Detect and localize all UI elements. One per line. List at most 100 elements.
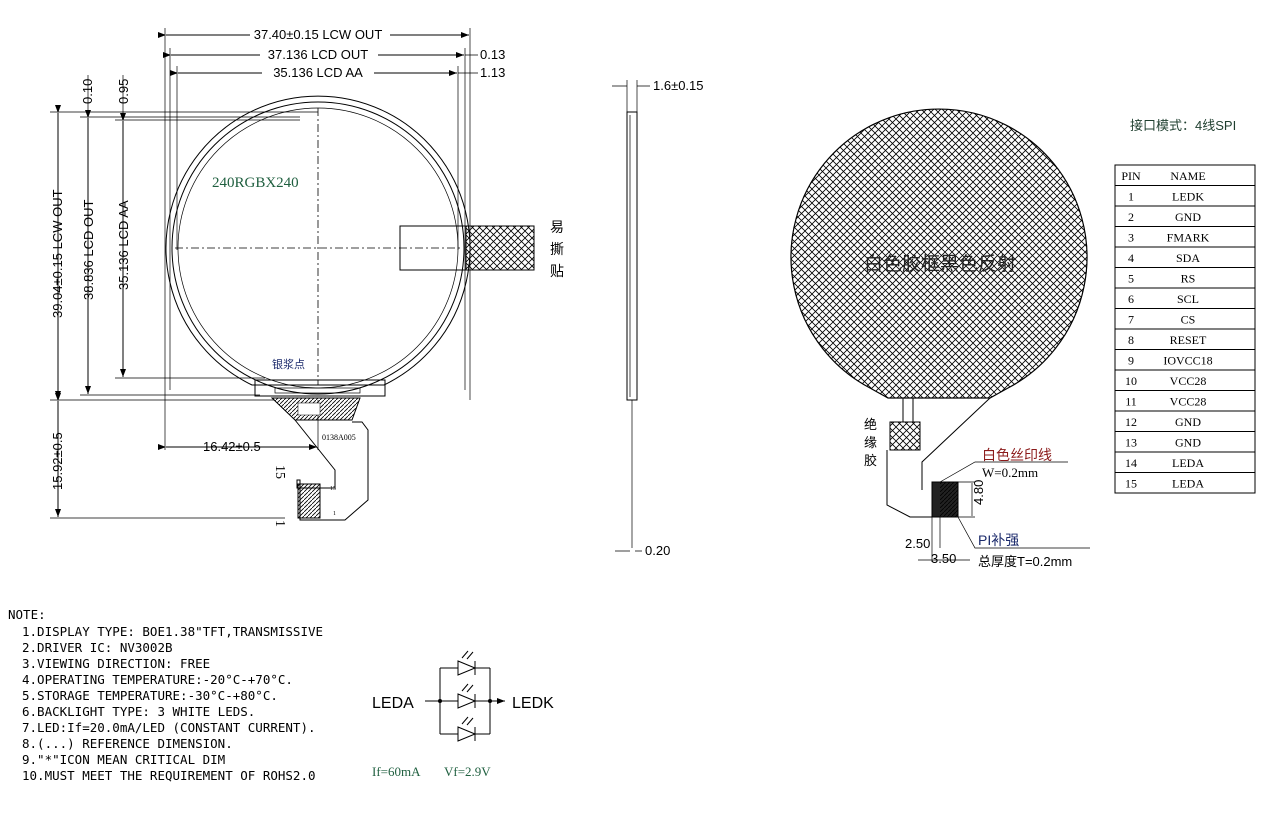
pin-number: 2 — [1128, 210, 1134, 224]
notes: NOTE: 1.DISPLAY TYPE: BOE1.38"TFT,TRANSM… — [8, 607, 323, 783]
pin-number: 10 — [1125, 374, 1137, 388]
pin-number: 1 — [1128, 190, 1134, 204]
pin-number: 3 — [1128, 231, 1134, 245]
note-item: 4.OPERATING TEMPERATURE:-20°C-+70°C. — [22, 672, 293, 687]
dim-stiffener-height: 4.80 — [971, 480, 986, 505]
pin-number: PIN — [1121, 169, 1141, 183]
pin-number: 14 — [1125, 456, 1137, 470]
dim-top-offset-2: 0.95 — [116, 79, 131, 104]
led-diode-icon — [457, 650, 477, 676]
pin-1-small: 1 — [333, 511, 336, 517]
notes-title: NOTE: — [8, 607, 46, 622]
pin-name: SDA — [1176, 251, 1200, 265]
stiffener-label: PI补强 — [978, 532, 1019, 548]
note-item: 9."*"ICON MEAN CRITICAL DIM — [22, 752, 225, 767]
insulation-label-1: 绝 — [864, 417, 877, 432]
pin-name: VCC28 — [1170, 374, 1207, 388]
pin-row: 10 VCC28 — [1114, 369, 1256, 391]
dim-lcw-width: 37.40±0.15 LCW OUT — [254, 27, 383, 42]
pin-number: 7 — [1128, 313, 1134, 327]
pin-row: 2 GND — [1114, 205, 1256, 227]
back-view: 白色胶框黑色反射 绝 缘 胶 白色丝印线 W=0.2mm 4.80 2.50 3… — [790, 108, 1090, 569]
pin-name: RESET — [1170, 333, 1207, 347]
note-item: 7.LED:If=20.0mA/LED (CONSTANT CURRENT). — [22, 720, 316, 735]
pin-name: LEDK — [1172, 190, 1204, 204]
pin-number: 11 — [1125, 395, 1137, 409]
dim-aa-width-offset: 1.13 — [480, 65, 505, 80]
note-item: 3.VIEWING DIRECTION: FREE — [22, 656, 210, 671]
pin-number: 12 — [1125, 415, 1137, 429]
pin-1-label: 1 — [272, 520, 287, 527]
tear-tape-label-1: 易 — [550, 219, 564, 235]
led-diode-icon — [457, 716, 477, 742]
pin-row: 7 CS — [1114, 308, 1256, 330]
pin-number: 4 — [1128, 251, 1134, 265]
pin-row: 1 LEDK — [1114, 185, 1256, 207]
note-item: 10.MUST MEET THE REQUIREMENT OF ROHS2.0 — [22, 768, 316, 783]
silver-dot-label: 银浆点 — [272, 357, 305, 371]
dim-3-50: 3.50 — [931, 551, 956, 566]
pin-name: VCC28 — [1170, 395, 1207, 409]
pin-number: 9 — [1128, 354, 1134, 368]
frame-label: 白色胶框黑色反射 — [864, 253, 1016, 275]
pin-number: 5 — [1128, 272, 1134, 286]
pin-name: GND — [1175, 210, 1201, 224]
note-item: 5.STORAGE TEMPERATURE:-30°C-+80°C. — [22, 688, 278, 703]
side-view: 1.6±0.15 0.20 — [612, 78, 704, 558]
led-circuit: LEDA LEDK If=60mA Vf=2.9V — [372, 650, 554, 779]
silkscreen-width: W=0.2mm — [982, 465, 1038, 480]
pin-row: 3 FMARK — [1114, 226, 1256, 248]
pin-15-small: 15 — [330, 486, 336, 492]
dim-top-offset-1: 0.10 — [80, 79, 95, 104]
pin-number: 8 — [1128, 333, 1134, 347]
dim-lcd-height: 38.836 LCD OUT — [81, 200, 96, 300]
pin-name: SCL — [1177, 292, 1199, 306]
pin-name: LEDA — [1172, 477, 1204, 491]
dim-aa-width: 35.136 LCD AA — [273, 65, 363, 80]
dim-aa-height: 35.136 LCD AA — [116, 200, 131, 290]
pin-header-row: PIN NAME — [1114, 164, 1256, 186]
led-current: If=60mA — [372, 764, 421, 779]
note-item: 1.DISPLAY TYPE: BOE1.38"TFT,TRANSMISSIVE — [22, 624, 323, 639]
note-item: 8.(...) REFERENCE DIMENSION. — [22, 736, 233, 751]
resolution-label: 240RGBX240 — [212, 175, 299, 191]
dim-lcd-width: 37.136 LCD OUT — [268, 47, 368, 62]
led-anode-label: LEDA — [372, 695, 414, 712]
insulation-label-2: 缘 — [864, 435, 877, 450]
led-diode-icon — [457, 683, 477, 709]
note-item: 6.BACKLIGHT TYPE: 3 WHITE LEDS. — [22, 704, 255, 719]
silkscreen-label: 白色丝印线 — [982, 447, 1052, 463]
pin-row: 13 GND — [1114, 431, 1256, 453]
front-view: 37.40±0.15 LCW OUT 37.136 LCD OUT 0.13 3… — [50, 27, 564, 527]
pin-name: NAME — [1170, 169, 1205, 183]
pin-row: 4 SDA — [1114, 246, 1256, 268]
note-item: 2.DRIVER IC: NV3002B — [22, 640, 173, 655]
total-thickness: 总厚度T=0.2mm — [978, 554, 1072, 569]
lcd-outline — [171, 101, 465, 395]
pin-row: 11 VCC28 — [1114, 390, 1256, 412]
tear-tape-label-2: 撕 — [550, 241, 564, 257]
pin-number: 13 — [1125, 436, 1137, 450]
dim-fpc-offset: 16.42±0.5 — [203, 439, 261, 454]
dim-fpc-length: 15.92±0.5 — [50, 432, 65, 490]
fpc-code: 0138A005 — [322, 433, 356, 442]
pin-name: FMARK — [1167, 231, 1210, 245]
pin-name: GND — [1175, 436, 1201, 450]
lcw-outline — [165, 95, 471, 386]
dim-lcd-width-offset: 0.13 — [480, 47, 505, 62]
insulation-label-3: 胶 — [864, 453, 877, 468]
pin-name: LEDA — [1172, 456, 1204, 470]
pin-number: 15 — [1125, 477, 1137, 491]
tear-tape-label-3: 贴 — [550, 263, 564, 279]
led-voltage: Vf=2.9V — [444, 764, 491, 779]
pin-row: 14 LEDA — [1114, 451, 1256, 473]
pin-name: CS — [1181, 313, 1196, 327]
dim-lcw-height: 39.04±0.15 LCW OUT — [50, 189, 65, 318]
dim-thickness: 1.6±0.15 — [653, 78, 704, 93]
